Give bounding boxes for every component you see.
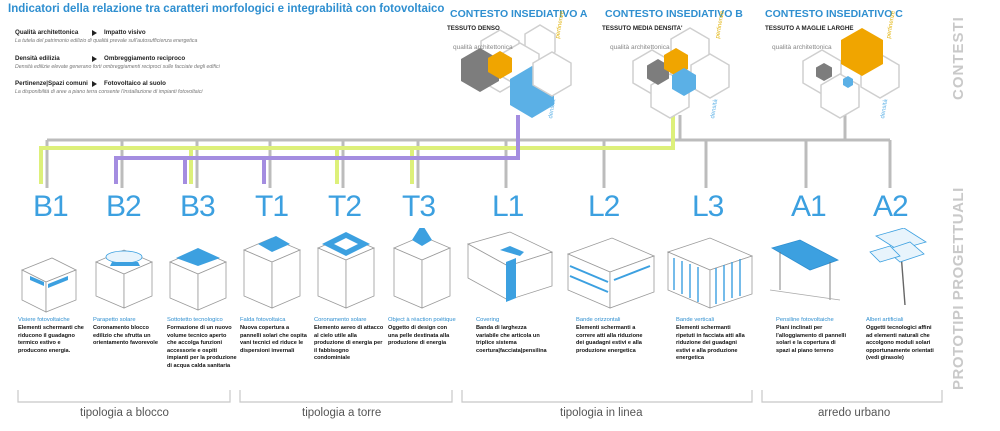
proto-b2-title: Parapetto solare [93, 317, 136, 323]
code-b1: B1 [33, 190, 69, 223]
canopy-a1-icon [769, 239, 841, 301]
category-arredo: arredo urbano [818, 407, 891, 419]
proto-t2-desc: Elemento aereo di attacco al cielo utile… [314, 325, 384, 362]
tree-a2-icon [869, 228, 927, 306]
indicator-desc: Densità edilizie elevate generano forti … [15, 64, 220, 70]
building-l3-icon [666, 237, 754, 309]
proto-l1-desc: Banda di larghezza variabile che articol… [476, 325, 547, 354]
code-b3: B3 [180, 190, 216, 223]
proto-b3-title: Sottotetto tecnologico [167, 317, 223, 323]
proto-a2-desc: Oggetti tecnologici affini ad elementi n… [866, 325, 934, 362]
building-b3-icon [168, 248, 228, 311]
proto-b2-desc: Coronamento blocco edilizio che sfrutta … [93, 325, 158, 347]
proto-b3-desc: Formazione di un nuovo volume tecnico ap… [167, 325, 237, 369]
arrow-right-icon [92, 56, 97, 62]
indicator-right: Ombreggiamento reciproco [104, 55, 186, 62]
lime-connector [39, 110, 675, 184]
code-t2: T2 [328, 190, 362, 223]
code-l2: L2 [588, 190, 620, 223]
code-l3: L3 [692, 190, 724, 223]
indicator-right: Impatto visivo [104, 29, 146, 36]
proto-b1-title: Visiere fotovoltaiche [18, 317, 70, 323]
building-t2-icon [316, 232, 376, 309]
proto-t1-title: Falda fotovoltaica [240, 317, 286, 323]
proto-a1-desc: Piani inclinati per l'alloggiamento di p… [776, 325, 847, 354]
indicator-desc: La disponibilità di aree a piano terra c… [15, 89, 203, 95]
hex-a-label-q: qualità architettonica [453, 44, 513, 51]
indicator-left: Pertinenze|Spazi comuni [15, 80, 88, 87]
code-a1: A1 [791, 190, 827, 223]
proto-t3-desc: Oggetto di design con una pelle destinat… [388, 325, 450, 347]
indicator-right: Fotovoltaico al suolo [104, 80, 166, 87]
category-blocco: tipologia a blocco [80, 407, 169, 419]
proto-l3-title: Bande verticali [676, 317, 715, 323]
proto-t3-title: Object à réaction poétique [388, 317, 456, 323]
building-b1-icon [21, 257, 77, 313]
code-l1: L1 [492, 190, 524, 223]
hex-cluster-b [632, 27, 730, 119]
indicator-left: Densità edilizia [15, 55, 60, 62]
gray-connectors [45, 115, 892, 188]
proto-l1-title: Covering [476, 317, 500, 323]
hex-b-label-q: qualità architettonica [610, 44, 670, 51]
arrow-right-icon [92, 30, 97, 36]
building-t1-icon [242, 236, 302, 309]
proto-a2-title: Alberi artificiali [866, 317, 904, 323]
hex-cluster-c [802, 28, 900, 119]
hex-c-label-q: qualità architettonica [772, 44, 832, 51]
code-b2: B2 [106, 190, 142, 223]
proto-a1-title: Pensiline fotovoltaiche [776, 317, 834, 323]
building-l2-icon [566, 237, 656, 309]
context-b-title: CONTESTO INSEDIATIVO B [605, 8, 743, 20]
proto-t2-title: Coronamento solare [314, 317, 367, 323]
category-brackets [17, 390, 943, 403]
purple-connector [114, 115, 520, 184]
code-t1: T1 [255, 190, 289, 223]
category-torre: tipologia a torre [302, 407, 382, 419]
context-a-title: CONTESTO INSEDIATIVO A [450, 8, 588, 20]
building-b2-icon [94, 249, 154, 309]
code-t3: T3 [402, 190, 436, 223]
context-b-subtitle: TESSUTO MEDIA DENSITA' [602, 25, 683, 32]
indicator-desc: La tutela del patrimonio edilizio di qua… [15, 38, 198, 44]
arrow-right-icon [92, 81, 97, 87]
page-title: Indicatori della relazione tra caratteri… [8, 3, 445, 15]
proto-l2-title: Bande orizzontali [576, 317, 621, 323]
hex-cluster-a [461, 24, 572, 118]
category-linea: tipologia in linea [560, 407, 643, 419]
proto-b1-desc: Elementi schermanti che riducono il guad… [18, 325, 84, 354]
building-illustrations [21, 228, 927, 313]
indicator-left: Qualità architettonica [15, 29, 79, 36]
proto-t1-desc: Nuova copertura a pannelli solari che os… [240, 325, 307, 354]
context-c-subtitle: TESSUTO A MAGLIE LARGHE [765, 25, 854, 32]
proto-l3-desc: Elementi schermanti ripetuti in facciata… [676, 325, 745, 362]
building-t3-icon [392, 228, 452, 309]
proto-l2-desc: Elementi schermanti a correre atti alla … [576, 325, 643, 354]
code-a2: A2 [873, 190, 909, 223]
building-l1-icon [466, 231, 554, 302]
context-c-title: CONTESTO INSEDIATIVO C [765, 8, 903, 20]
context-a-subtitle: TESSUTO DENSO [447, 25, 500, 32]
